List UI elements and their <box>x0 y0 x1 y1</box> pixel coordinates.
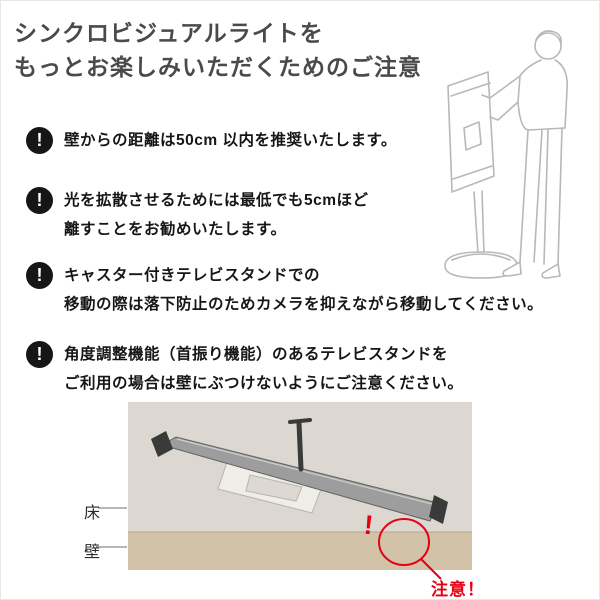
warning-text: キャスター付きテレビスタンドでの 移動の際は落下防止のためカメラを抑えながら移動… <box>64 267 544 313</box>
person-tv-illustration <box>444 30 569 279</box>
caution-label: 注意！ <box>431 580 485 599</box>
exclamation-icon: ! <box>26 341 53 368</box>
warning-item-light-diffusion: ! 光を拡散させるためには最低でも5cmほど 離すことをお勧めいたします。 <box>26 186 369 244</box>
exclamation-icon: ! <box>26 262 53 289</box>
warning-text: 光を拡散させるためには最低でも5cmほど 離すことをお勧めいたします。 <box>64 192 369 238</box>
warning-text: 壁からの距離は50cm 以内を推奨いたします。 <box>64 132 397 149</box>
page-title-line1: シンクロビジュアルライトを <box>14 20 324 46</box>
warning-item-wall-distance: ! 壁からの距離は50cm 以内を推奨いたします。 <box>26 126 397 155</box>
page-title-line2: もっとお楽しみいただくためのご注意 <box>14 54 422 80</box>
warning-text: 角度調整機能（首振り機能）のあるテレビスタンドを ご利用の場合は壁にぶつけないよ… <box>64 346 464 392</box>
wall-strip <box>128 532 472 570</box>
exclamation-icon: ! <box>26 127 53 154</box>
floor-label: 床 <box>84 505 103 522</box>
person-head <box>534 32 562 60</box>
page-title: シンクロビジュアルライトを もっとお楽しみいただくためのご注意 <box>14 16 422 84</box>
mount-handle <box>296 420 304 472</box>
tv-right-cap <box>429 495 448 524</box>
exclamation-icon: ! <box>26 187 53 214</box>
warning-item-caster-stand: ! キャスター付きテレビスタンドでの 移動の際は落下防止のためカメラを抑えながら… <box>26 261 543 319</box>
warning-item-swivel-stand: ! 角度調整機能（首振り機能）のあるテレビスタンドを ご利用の場合は壁にぶつけな… <box>26 340 463 398</box>
caution-circle <box>378 518 430 566</box>
wall-label: 壁 <box>84 544 103 561</box>
tv-topview-diagram <box>98 402 472 580</box>
caution-pointer-line <box>420 558 442 580</box>
tv-left-cap <box>151 431 173 457</box>
